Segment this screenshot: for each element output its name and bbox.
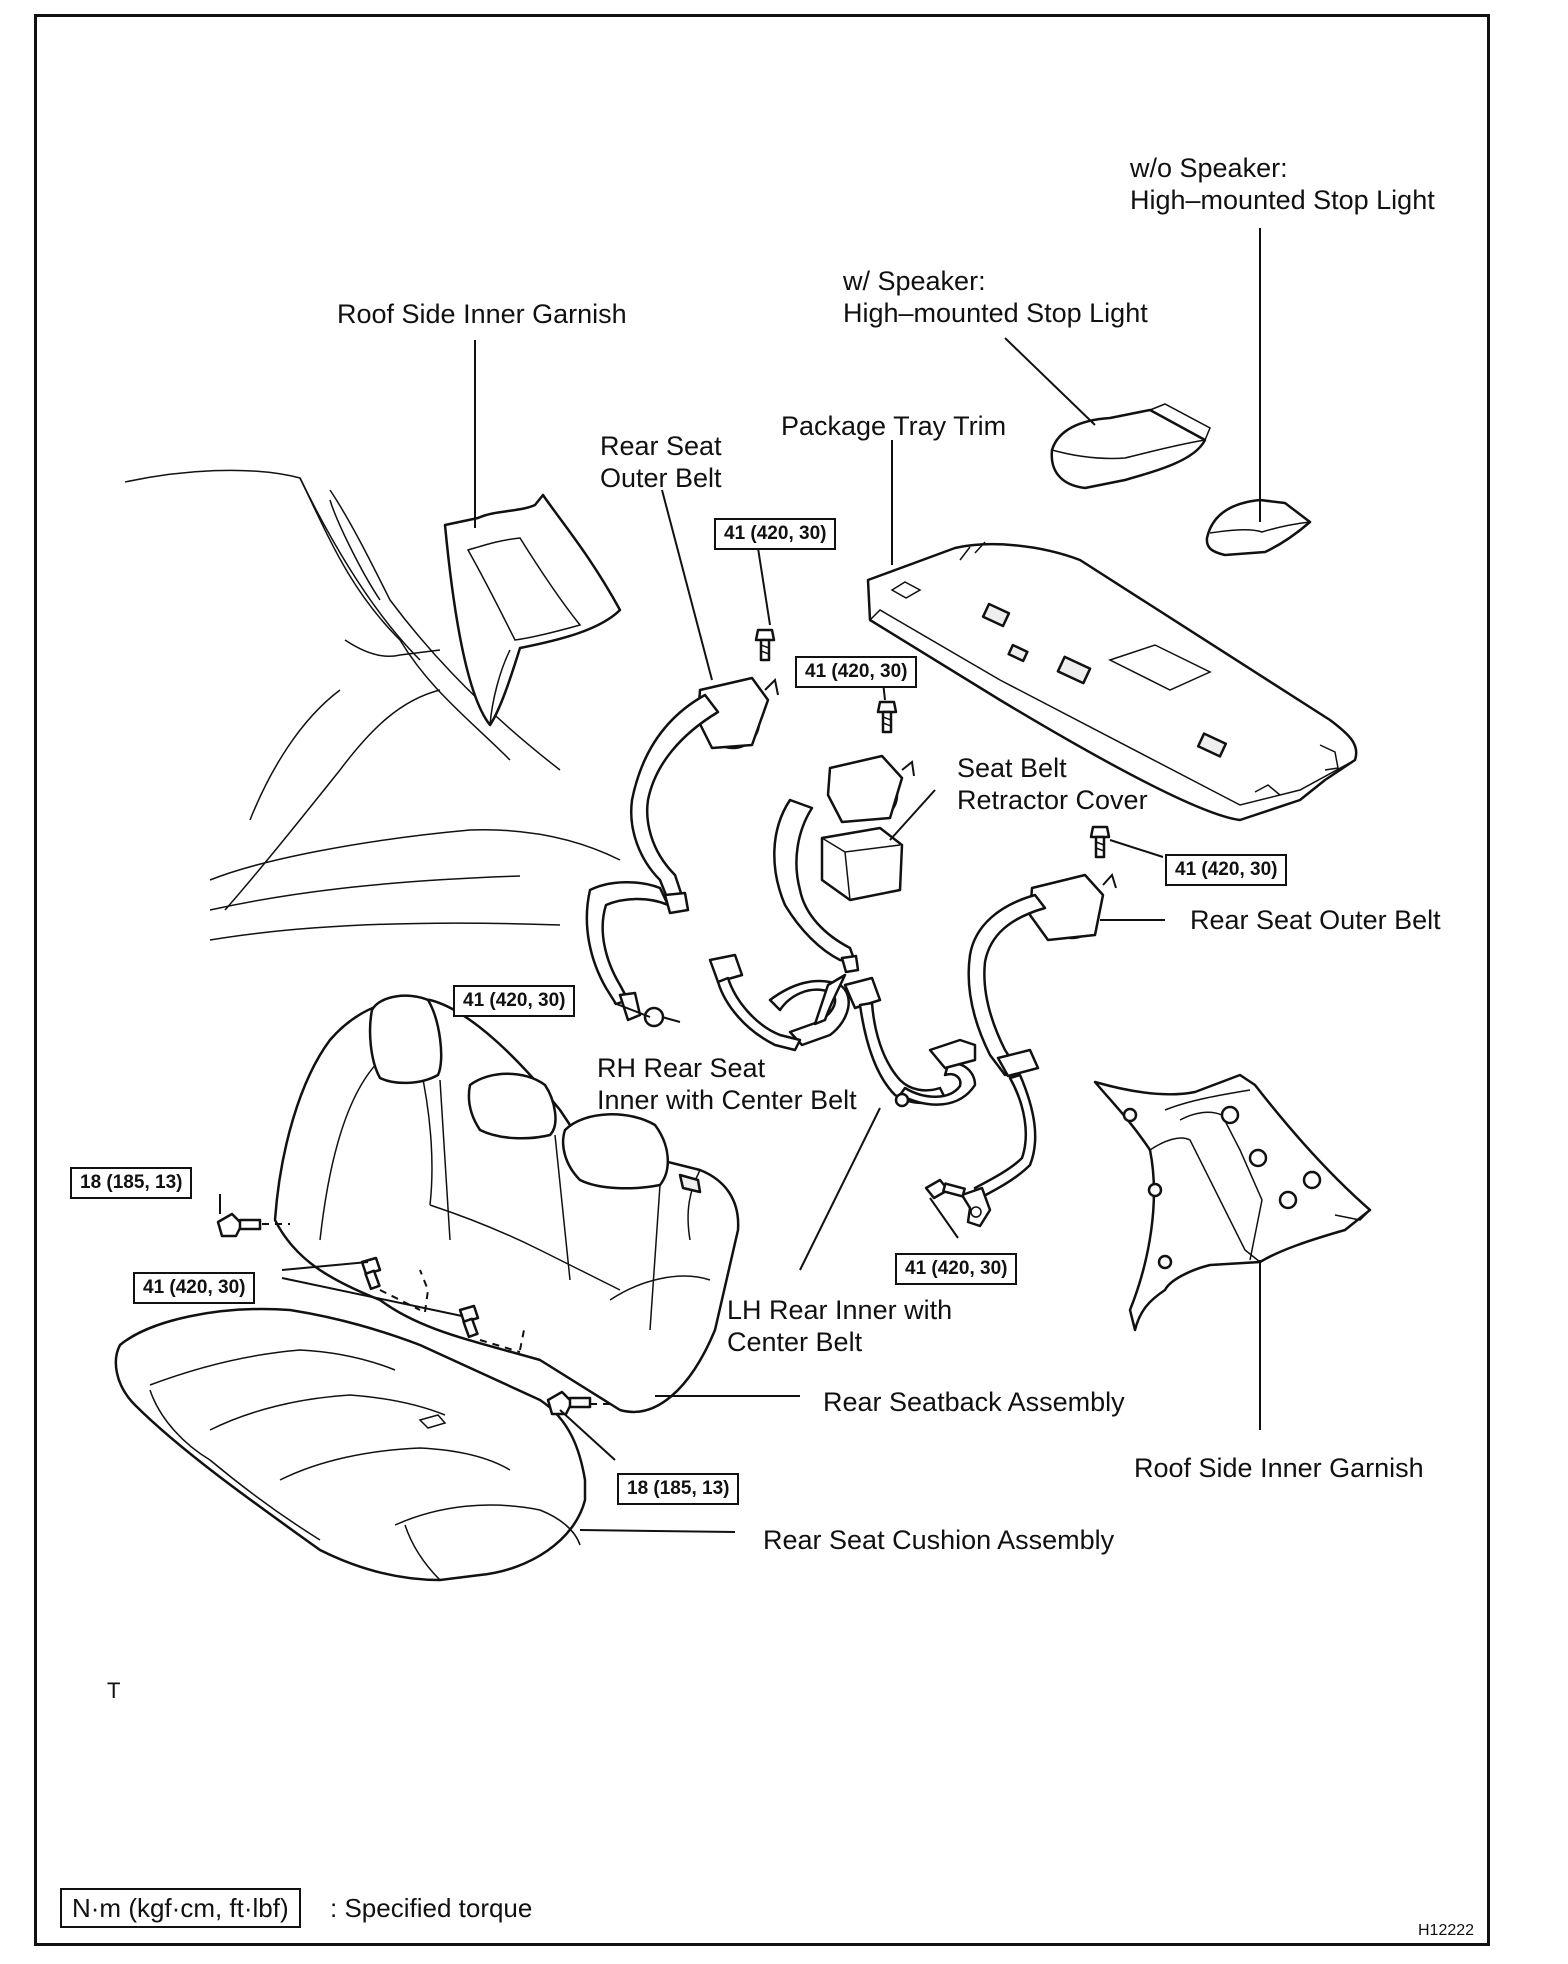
torque-outer-belt-anchor-right: 41 (420, 30) (895, 1253, 1018, 1285)
seat-belt-retractor-cover (820, 826, 904, 902)
seat-belt-retractor-cover-label: Seat Belt Retractor Cover (957, 753, 1148, 815)
diagram-frame (34, 14, 1490, 1946)
bolt-seatback-lower-right (546, 1390, 612, 1416)
rear-seat-outer-belt-left (585, 676, 779, 1028)
stop-light-without-speaker (1205, 498, 1312, 557)
torque-outer-belt-anchor-left: 41 (420, 30) (453, 985, 576, 1017)
rear-seat-cushion-assembly (114, 1307, 587, 1582)
package-tray-trim (866, 541, 1358, 822)
legend-torque-text: : Specified torque (330, 1893, 533, 1923)
leader-lines (219, 228, 1261, 1533)
torque-seatback-lower-right: 18 (185, 13) (617, 1473, 740, 1505)
seatback-bolt-guide-2 (519, 1324, 526, 1351)
torque-rh-retractor-top: 41 (420, 30) (795, 656, 918, 688)
w-speaker-stop-light-label: w/ Speaker: High–mounted Stop Light (843, 266, 1148, 328)
torque-outer-belt-top-right: 41 (420, 30) (1165, 854, 1288, 886)
rear-seatback-assembly (273, 994, 740, 1414)
torque-outer-belt-top-left: 41 (420, 30) (714, 518, 837, 550)
package-tray-trim-label: Package Tray Trim (781, 411, 1007, 441)
roof-side-inner-garnish-left-label: Roof Side Inner Garnish (337, 299, 627, 329)
lh-rear-inner-center-belt-label: LH Rear Inner with Center Belt (727, 1295, 953, 1357)
bolt-seatback-middle-2 (458, 1304, 521, 1353)
bolt-outer-belt-right-top (1089, 825, 1111, 859)
rear-seatback-assembly-label: Rear Seatback Assembly (823, 1387, 1125, 1417)
lh-rear-inner-center-belt (843, 976, 977, 1108)
rear-seat-outer-belt-right (960, 873, 1117, 1228)
figure-id: H12222 (1418, 1922, 1475, 1939)
roof-side-inner-garnish-right (1093, 1073, 1372, 1332)
roof-side-inner-garnish-right-label: Roof Side Inner Garnish (1134, 1453, 1424, 1483)
torque-seatback-bolts: 41 (420, 30) (133, 1272, 256, 1304)
bolt-seatback-left-upper (216, 1212, 290, 1238)
rear-seat-cushion-assembly-label: Rear Seat Cushion Assembly (763, 1525, 1115, 1555)
legend-torque-units-box: N·m (kgf·cm, ft·lbf) (60, 1888, 301, 1928)
bolt-outer-belt-left-top (754, 628, 776, 662)
roof-side-inner-garnish-left (443, 493, 622, 727)
rear-seat-outer-belt-left-label: Rear Seat Outer Belt (600, 431, 722, 493)
rear-seat-outer-belt-right-label: Rear Seat Outer Belt (1190, 905, 1441, 935)
bolt-outer-belt-right-anchor (924, 1178, 966, 1200)
view-mark: T (107, 1678, 121, 1703)
rh-rear-seat-inner-center-belt (708, 754, 915, 1052)
rh-rear-seat-inner-center-belt-label: RH Rear Seat Inner with Center Belt (597, 1053, 857, 1115)
torque-seatback-left-upper: 18 (185, 13) (70, 1167, 193, 1199)
bolt-rh-retractor-top (876, 700, 898, 734)
stop-light-with-speaker (1050, 403, 1211, 490)
wo-speaker-stop-light-label: w/o Speaker: High–mounted Stop Light (1130, 153, 1435, 215)
